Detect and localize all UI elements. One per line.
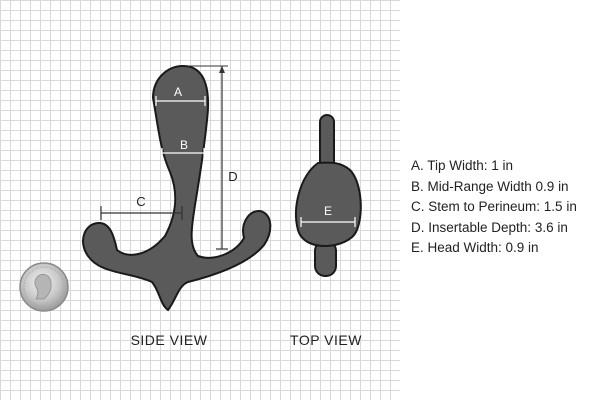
dimension-b-label: B	[180, 138, 188, 152]
coin-quarter-icon	[19, 262, 69, 312]
legend-item-tip-width: A. Tip Width: 1 in	[411, 158, 514, 173]
legend-item-head-width: E. Head Width: 0.9 in	[411, 240, 539, 255]
dimension-d-label: D	[228, 169, 237, 184]
legend-item-stem-to-perineum: C. Stem to Perineum: 1.5 in	[411, 199, 577, 214]
legend-item-insertable-depth: D. Insertable Depth: 3.6 in	[411, 219, 568, 235]
dimension-a-label: A	[174, 85, 182, 99]
dimension-b: B	[161, 138, 205, 158]
dimension-legend: A. Tip Width: 1 in B. Mid-Range Width 0.…	[411, 156, 577, 259]
dimension-c-label: C	[136, 194, 145, 209]
side-view-silhouette	[82, 64, 272, 312]
dimension-d: D	[188, 65, 238, 250]
dimension-e: E	[300, 204, 356, 227]
legend-item-mid-range-width: B. Mid-Range Width 0.9 in	[411, 178, 569, 194]
top-view-silhouette	[295, 114, 362, 277]
dimension-c: C	[100, 194, 183, 220]
dimension-e-label: E	[324, 204, 332, 218]
dimension-a: A	[155, 85, 206, 106]
top-view-label: TOP VIEW	[290, 332, 362, 348]
side-view-label: SIDE VIEW	[130, 332, 208, 348]
